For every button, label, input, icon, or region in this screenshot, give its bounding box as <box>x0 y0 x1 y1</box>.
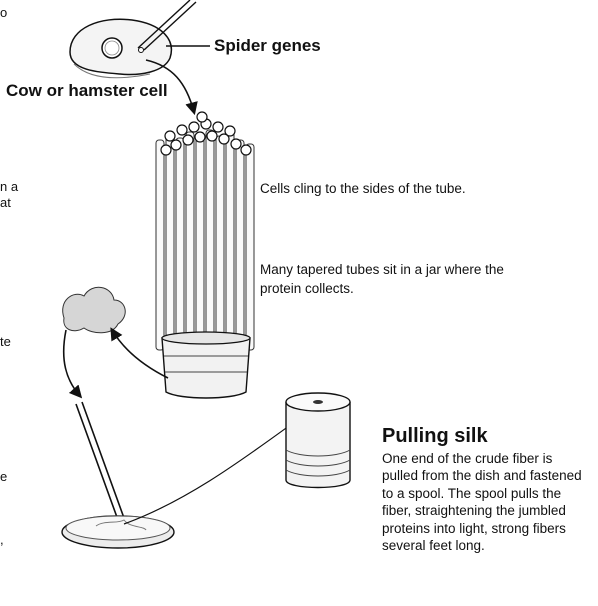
cut-off-text-2: at <box>0 194 11 211</box>
pulling-silk-body: One end of the crude fiber is pulled fro… <box>382 450 592 554</box>
protein-to-rod-arrow <box>64 330 80 396</box>
spool <box>286 393 350 488</box>
cut-off-text-3: te <box>0 333 11 350</box>
protein-blob <box>63 287 126 332</box>
glass-rod <box>76 402 124 520</box>
label-spider-genes: Spider genes <box>214 36 321 56</box>
petri-dish <box>62 516 174 548</box>
silk-fiber <box>124 418 300 524</box>
cut-off-text-4: e <box>0 468 7 485</box>
cell-icon <box>70 19 171 77</box>
cut-off-text-top: o <box>0 4 7 21</box>
cut-off-text-1: n a <box>0 178 18 195</box>
caption-cells-cling: Cells cling to the sides of the tube. <box>260 179 466 198</box>
label-cow-or-hamster-cell: Cow or hamster cell <box>6 80 176 101</box>
pulling-silk-title: Pulling silk <box>382 425 488 448</box>
collection-jar <box>162 332 250 398</box>
caption-tapered-tubes: Many tapered tubes sit in a jar where th… <box>260 260 530 298</box>
tube-bundle <box>156 130 254 350</box>
cut-off-text-5: , <box>0 531 4 548</box>
